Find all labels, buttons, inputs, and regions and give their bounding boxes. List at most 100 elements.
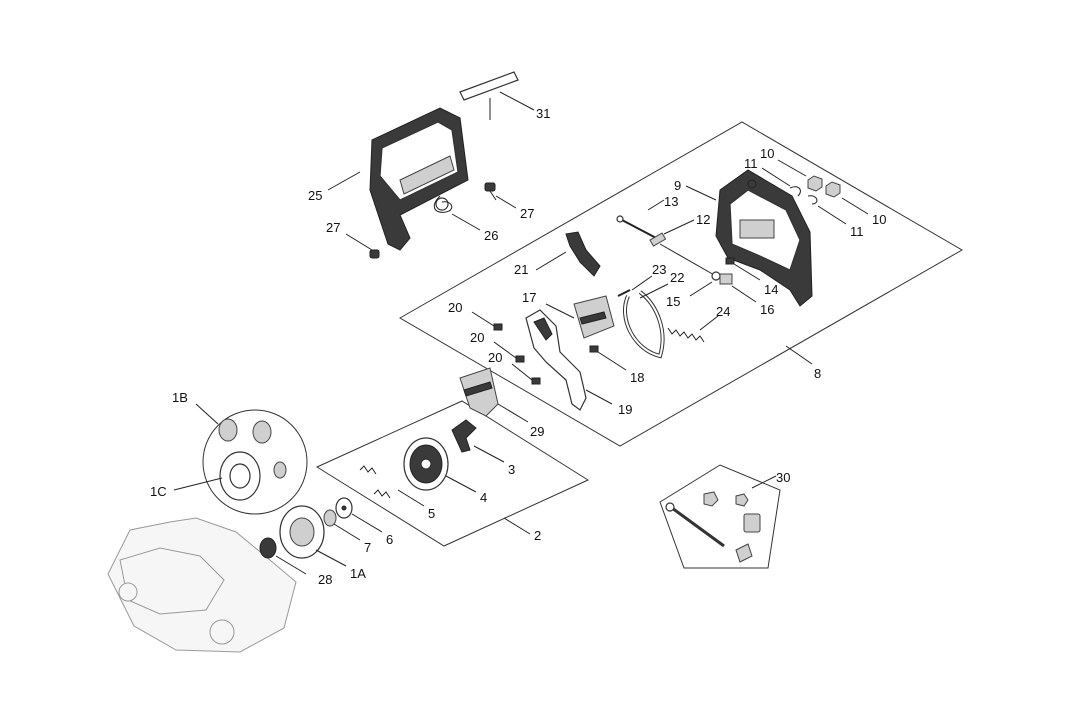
leader-1C bbox=[173, 477, 223, 491]
leader-3 bbox=[473, 445, 505, 463]
leader-24 bbox=[699, 315, 719, 331]
part-1B-rim-sprocket bbox=[218, 418, 287, 479]
part-20-screw-a bbox=[493, 323, 503, 331]
part-1A-clutch-drum bbox=[279, 505, 325, 559]
callout-8: 8 bbox=[814, 366, 821, 381]
callout-31: 31 bbox=[536, 106, 550, 121]
part-15-washer bbox=[711, 271, 721, 281]
leader-26 bbox=[451, 213, 481, 231]
leader-19 bbox=[585, 389, 613, 405]
leader-30 bbox=[751, 475, 777, 489]
callout-15: 15 bbox=[666, 294, 680, 309]
part-12-tensioner bbox=[649, 232, 667, 247]
part-7-bearing bbox=[323, 509, 337, 527]
leader-23 bbox=[631, 275, 653, 291]
leader-31 bbox=[499, 91, 535, 111]
callout-3: 3 bbox=[508, 462, 515, 477]
callout-19: 19 bbox=[618, 402, 632, 417]
part-28-bearing bbox=[259, 537, 277, 559]
group-1-inset-circle bbox=[202, 409, 308, 515]
part-27-screw-a bbox=[484, 182, 497, 201]
part-19-brake-lever bbox=[525, 309, 587, 411]
group-8-frame bbox=[399, 121, 963, 447]
callout-1C: 1C bbox=[150, 484, 167, 499]
callout-28: 28 bbox=[318, 572, 332, 587]
callout-2: 2 bbox=[534, 528, 541, 543]
leader-20a bbox=[471, 311, 495, 327]
leader-14 bbox=[733, 263, 761, 281]
callout-20a: 20 bbox=[448, 300, 462, 315]
leader-27b bbox=[345, 233, 373, 251]
callout-26: 26 bbox=[484, 228, 498, 243]
leader-18 bbox=[597, 351, 627, 371]
part-10-nut-b bbox=[825, 181, 841, 198]
part-11-clip-b bbox=[807, 195, 818, 205]
callout-24: 24 bbox=[716, 304, 730, 319]
callout-17: 17 bbox=[522, 290, 536, 305]
part-30-kit bbox=[665, 491, 761, 563]
leader-4 bbox=[445, 475, 477, 493]
part-26-spring bbox=[433, 195, 453, 213]
leader-10b bbox=[841, 197, 869, 215]
part-17-plate bbox=[573, 295, 615, 339]
part-31-label bbox=[459, 71, 519, 101]
callout-13: 13 bbox=[664, 194, 678, 209]
part-20-screw-b bbox=[515, 355, 525, 363]
part-1C-sprocket-drum bbox=[219, 451, 261, 501]
callout-27a: 27 bbox=[520, 206, 534, 221]
part-11-clip-a bbox=[789, 186, 801, 197]
callout-22: 22 bbox=[670, 270, 684, 285]
callout-20b: 20 bbox=[470, 330, 484, 345]
part-4-clutch bbox=[403, 437, 449, 491]
leader-1A bbox=[315, 549, 347, 567]
leader-11a bbox=[761, 167, 791, 187]
callout-10b: 10 bbox=[872, 212, 886, 227]
leader-15 bbox=[689, 281, 713, 297]
callout-9: 9 bbox=[674, 178, 681, 193]
callout-4: 4 bbox=[480, 490, 487, 505]
leader-21 bbox=[535, 251, 567, 271]
part-13-bolt bbox=[616, 215, 661, 241]
part-6-washer bbox=[335, 497, 353, 519]
part-14-pin bbox=[725, 257, 735, 265]
part-22-brake-band bbox=[622, 290, 665, 359]
part-24-spring bbox=[667, 327, 705, 343]
part-5-springs bbox=[359, 465, 391, 499]
part-20-screw-c bbox=[531, 377, 541, 385]
callout-10a: 10 bbox=[760, 146, 774, 161]
callout-16: 16 bbox=[760, 302, 774, 317]
callout-1B: 1B bbox=[172, 390, 188, 405]
callout-21: 21 bbox=[514, 262, 528, 277]
leader-12-b bbox=[659, 243, 717, 277]
leader-8 bbox=[785, 345, 813, 365]
leader-11b bbox=[817, 205, 847, 225]
callout-11b: 11 bbox=[850, 224, 864, 239]
callout-23: 23 bbox=[652, 262, 666, 277]
group-30-frame bbox=[659, 464, 781, 569]
part-3-shoe bbox=[451, 419, 477, 453]
part-27-screw-b bbox=[369, 249, 380, 259]
leader-6 bbox=[351, 513, 383, 533]
leader-27a bbox=[495, 195, 517, 209]
callout-1A: 1A bbox=[350, 566, 366, 581]
part-23-pin bbox=[617, 289, 631, 297]
leader-22 bbox=[639, 283, 669, 299]
leader-13 bbox=[647, 199, 665, 211]
callout-30: 30 bbox=[776, 470, 790, 485]
leader-20c bbox=[511, 363, 533, 381]
leader-29 bbox=[497, 403, 529, 423]
leader-9 bbox=[685, 185, 717, 201]
part-21-bracket bbox=[565, 231, 601, 277]
leader-1B bbox=[195, 403, 219, 425]
callout-18: 18 bbox=[630, 370, 644, 385]
group-2-frame bbox=[315, 400, 590, 547]
crankcase-ghost bbox=[107, 517, 297, 653]
leader-2 bbox=[503, 517, 531, 535]
callout-20c: 20 bbox=[488, 350, 502, 365]
leader-10a bbox=[777, 159, 807, 177]
leader-25 bbox=[327, 171, 361, 191]
callout-7: 7 bbox=[364, 540, 371, 555]
leader-7 bbox=[333, 523, 361, 541]
part-29-plate bbox=[459, 367, 499, 417]
leader-16 bbox=[731, 285, 757, 303]
